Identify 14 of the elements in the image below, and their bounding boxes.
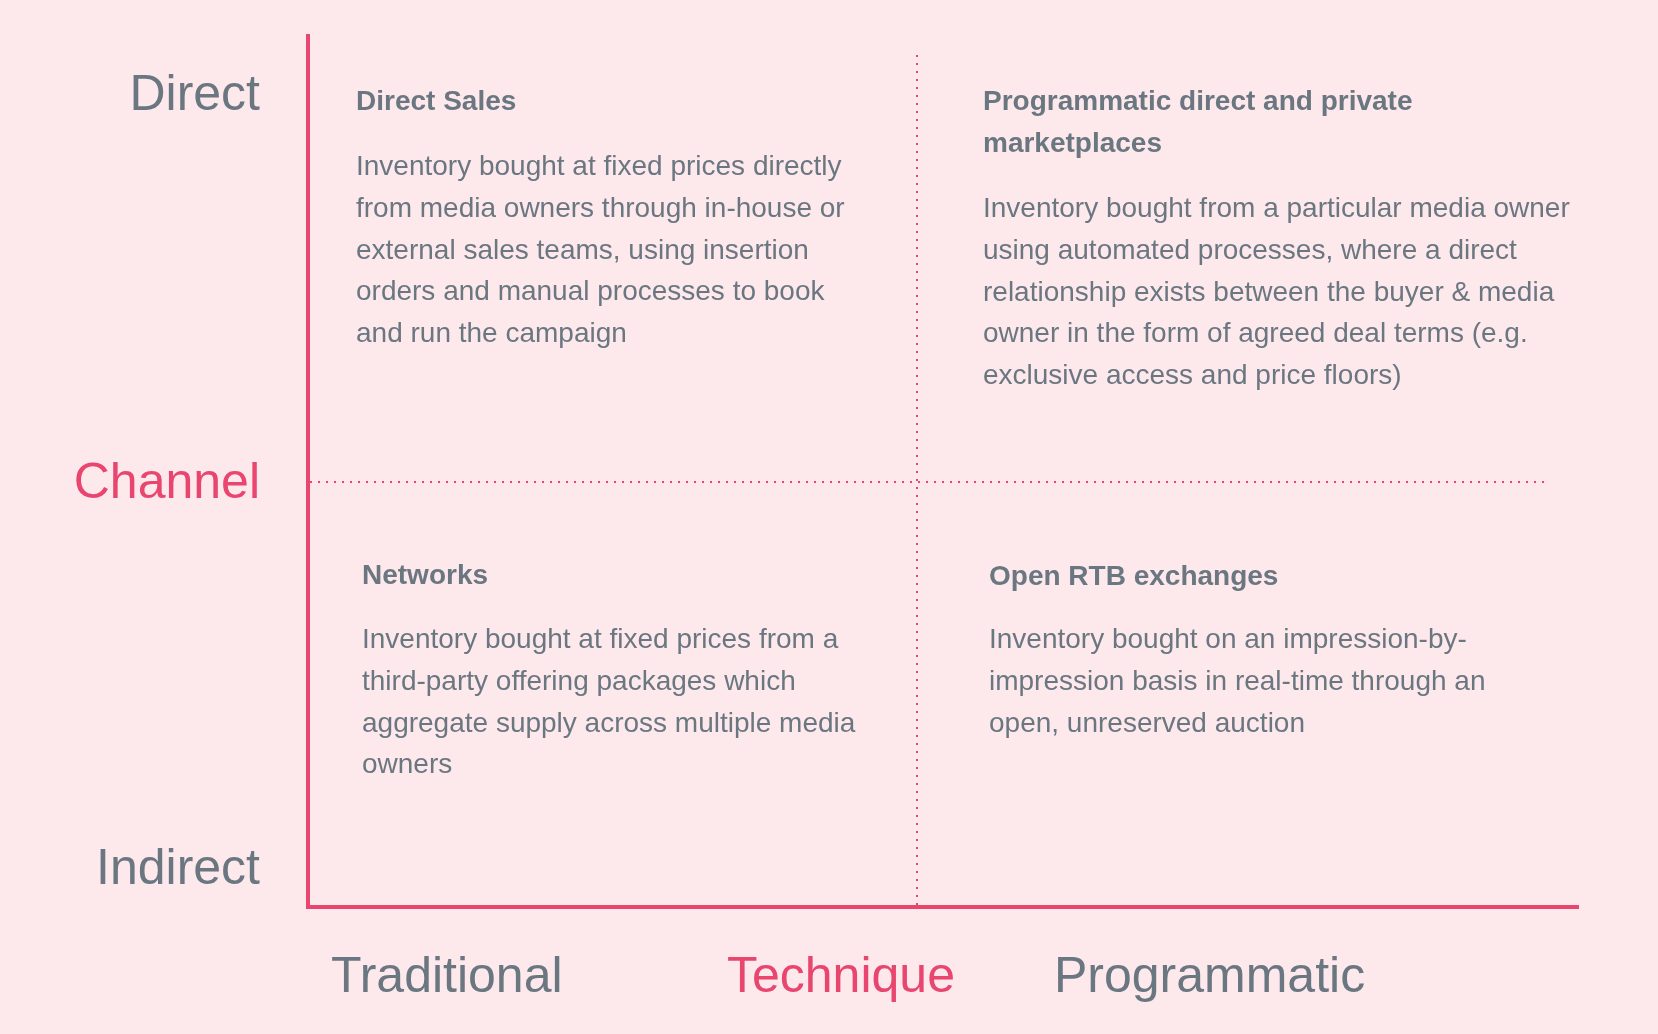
quadrant-heading: Programmatic direct and private marketplaces [983,84,1414,160]
axis-label: Traditional [331,950,563,1000]
axis-label: Channel [73,456,260,506]
quadrant-description: Inventory bought at fixed prices directly from media owners through in-house or external sales teams, using insertion orders and manual processes to book and run the campaign [356,149,846,351]
axis-label: Direct [129,68,260,118]
quadrant-description: Inventory bought on an impression-by-impression basis in real-time through an open, unreserved auction [989,622,1487,740]
quadrant-heading: Direct Sales [356,84,518,118]
quadrant-heading: Networks [362,558,490,592]
quadrant-description: Inventory bought at fixed prices from a third-party offering packages which aggregate supply across multiple media owners [362,622,857,782]
axis-label: Programmatic [1054,950,1366,1000]
quadrant-heading: Open RTB exchanges [989,559,1280,593]
quadrant-description: Inventory bought from a particular media owner using automated processes, where a direct relationship exists between the buyer & media owner in the form of agreed deal terms (e.g. exclusive access and price floors) [983,191,1571,393]
axis-label: Technique [727,950,955,1000]
axis-label: Indirect [96,842,260,892]
